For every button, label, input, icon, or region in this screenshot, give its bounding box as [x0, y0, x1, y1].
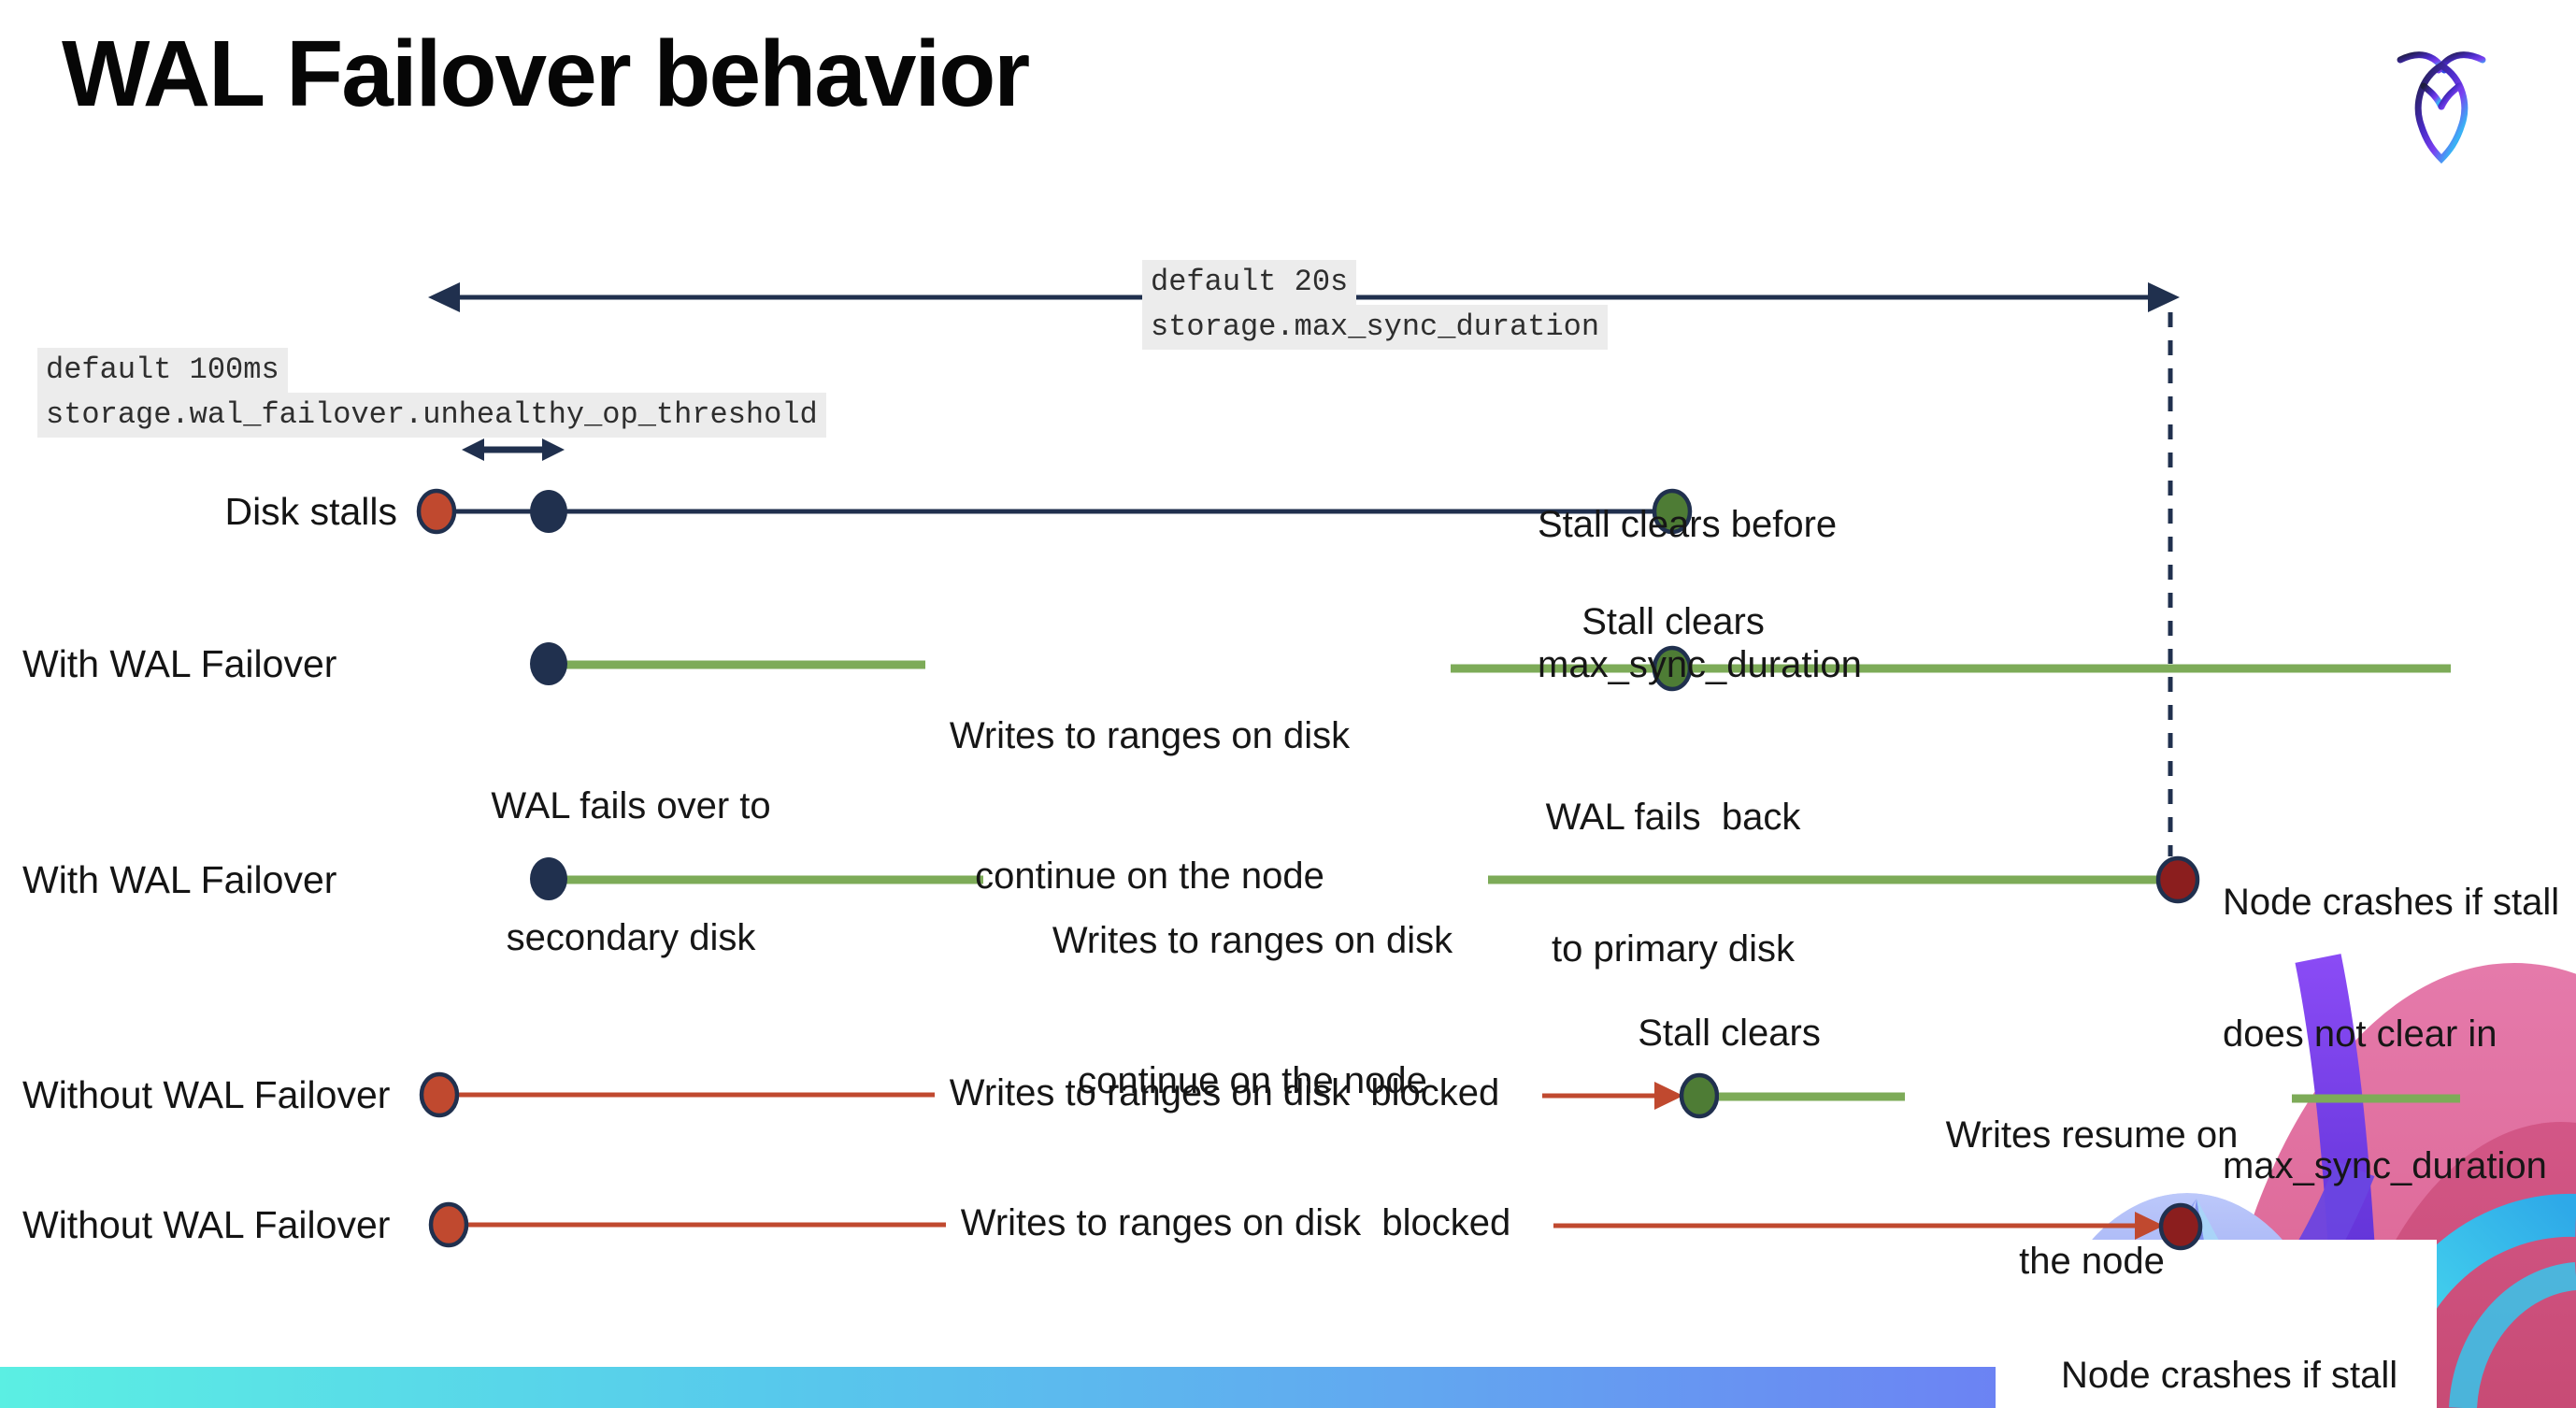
wal-fails-over-note: WAL fails over to secondary disk [449, 697, 813, 1048]
row-label-disk-stalls: Disk stalls [224, 490, 397, 533]
code-chip: storage.wal_failover.unhealthy_op_thresh… [37, 393, 826, 438]
note-line: WAL fails over to [491, 785, 771, 826]
note-line: Writes resume on [1945, 1114, 2239, 1156]
code-chip: storage.max_sync_duration [1142, 305, 1609, 350]
threshold-reached-dot [530, 490, 567, 533]
disk-stall-start-dot [419, 1071, 460, 1118]
note-line: Writes to ranges on disk [1052, 920, 1453, 961]
disk-stall-start-dot [416, 488, 457, 535]
note-line: WAL fails back [1545, 797, 1801, 838]
threshold-setting-label: storage.wal_failover.unhealthy_op_thresh… [37, 393, 826, 438]
stall-clears-dot [1679, 1072, 1720, 1119]
unhealthy-op-threshold-arrow [462, 438, 565, 461]
crash-note-with-failover: Node crashes if stall does not clear in … [2223, 793, 2576, 1276]
note-line: Stall clears before [1538, 504, 1838, 545]
writes-blocked-note: Writes to ranges on disk blocked [960, 1202, 1511, 1243]
writes-continue-note: Writes to ranges on disk continue on the… [935, 619, 1365, 993]
writes-continue-note: Writes to ranges on disk continue on the… [1038, 824, 1467, 1198]
threshold-default-label: default 100ms [37, 348, 288, 393]
cockroachdb-logo-icon [2397, 51, 2486, 164]
stall-clears-note: Stall clears [1581, 601, 1765, 642]
writes-resume-note: Writes resume on the node [1942, 1030, 2241, 1367]
note-line: the node [2019, 1241, 2165, 1282]
note-line: Writes to ranges on disk [949, 715, 1351, 756]
note-line: secondary disk [506, 917, 756, 958]
stall-clears-note: Stall clears [1638, 1013, 1821, 1054]
stall-clears-dot [1652, 645, 1693, 692]
stall-clears-before-note: Stall clears before max_sync_duration [1538, 408, 1930, 782]
note-line: Node crashes if stall [2223, 882, 2560, 923]
code-chip: default 100ms [37, 348, 288, 393]
page-title: WAL Failover behavior [62, 22, 1030, 126]
note-line: max_sync_duration [2223, 1145, 2547, 1186]
disk-stall-start-dot [428, 1201, 469, 1248]
row-label-with-wal-failover: With WAL Failover [22, 858, 337, 901]
node-crash-dot [2155, 855, 2200, 904]
code-chip: default 20s [1142, 260, 1357, 305]
row-label-without-wal-failover: Without WAL Failover [22, 1073, 391, 1116]
max-sync-default-label: default 20s [1142, 260, 1357, 305]
max-sync-setting-label: storage.max_sync_duration [1142, 305, 1609, 350]
blocked-arrowhead [1654, 1082, 1683, 1110]
wal-fails-back-note: WAL fails back to primary disk [1533, 708, 1813, 1059]
writes-blocked-note: Writes to ranges on disk blocked [949, 1072, 1500, 1113]
stall-clears-dot [1652, 488, 1693, 535]
failover-dot [530, 857, 567, 900]
note-line: max_sync_duration [1538, 644, 1862, 685]
note-line: does not clear in [2223, 1013, 2497, 1055]
note-line: continue on the node [975, 855, 1324, 897]
failover-dot [530, 642, 567, 685]
row-label-without-wal-failover: Without WAL Failover [22, 1203, 391, 1246]
note-line: continue on the node [1078, 1060, 1427, 1101]
row-label-with-wal-failover: With WAL Failover [22, 642, 337, 685]
note-line: to primary disk [1551, 928, 1796, 970]
